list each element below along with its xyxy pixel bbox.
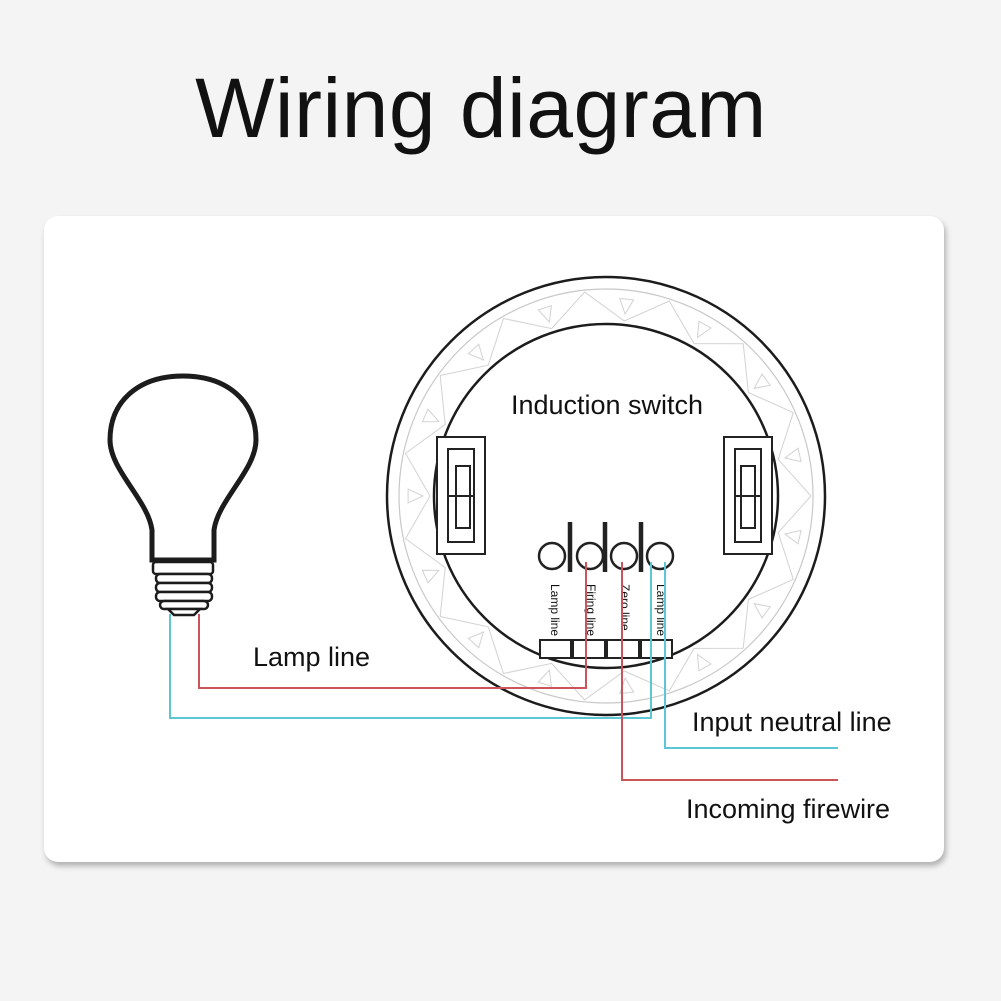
left-clip: [436, 436, 486, 555]
bulb-neutral-wire: [169, 562, 652, 719]
ring-triangle: [696, 320, 712, 339]
input-neutral-label: Input neutral line: [692, 707, 892, 737]
ring-triangle: [421, 408, 440, 423]
switch-label: Induction switch: [511, 390, 703, 420]
terminal-label-firing-line: Firing line: [584, 584, 598, 636]
right-clip: [723, 436, 773, 555]
terminal-label-lamp-line-1: Lamp line: [548, 584, 562, 636]
incoming-firewire-wire: [621, 562, 838, 781]
light-bulb-icon: [107, 373, 259, 617]
lamp-line-label: Lamp line: [253, 642, 370, 672]
ring-triangle: [467, 631, 485, 649]
ring-triangle: [783, 447, 802, 463]
ring-triangle: [467, 343, 485, 361]
ring-triangle: [783, 529, 802, 545]
ring-triangle: [753, 373, 772, 390]
ring-zigzag: [404, 291, 812, 701]
wires: [169, 562, 838, 781]
ring-triangle: [696, 653, 712, 672]
page-title: Wiring diagram: [195, 61, 767, 155]
terminal-posts: [537, 522, 675, 572]
terminal-block: [539, 639, 673, 659]
terminal-label-zero-line: Zero line: [618, 584, 632, 631]
incoming-firewire-label: Incoming firewire: [686, 794, 890, 824]
ring-triangle: [407, 488, 425, 504]
ring-triangle: [537, 304, 552, 324]
ring-triangle: [619, 297, 635, 316]
lamp-line-wire: [198, 562, 587, 689]
induction-switch-icon: Induction switch Lamp line Firing line Z…: [385, 275, 827, 717]
ring-triangle: [537, 668, 552, 688]
ring-triangle: [753, 602, 772, 619]
input-neutral-wire: [664, 562, 838, 749]
ring-pattern: [404, 291, 812, 701]
ring-triangle: [421, 569, 440, 584]
